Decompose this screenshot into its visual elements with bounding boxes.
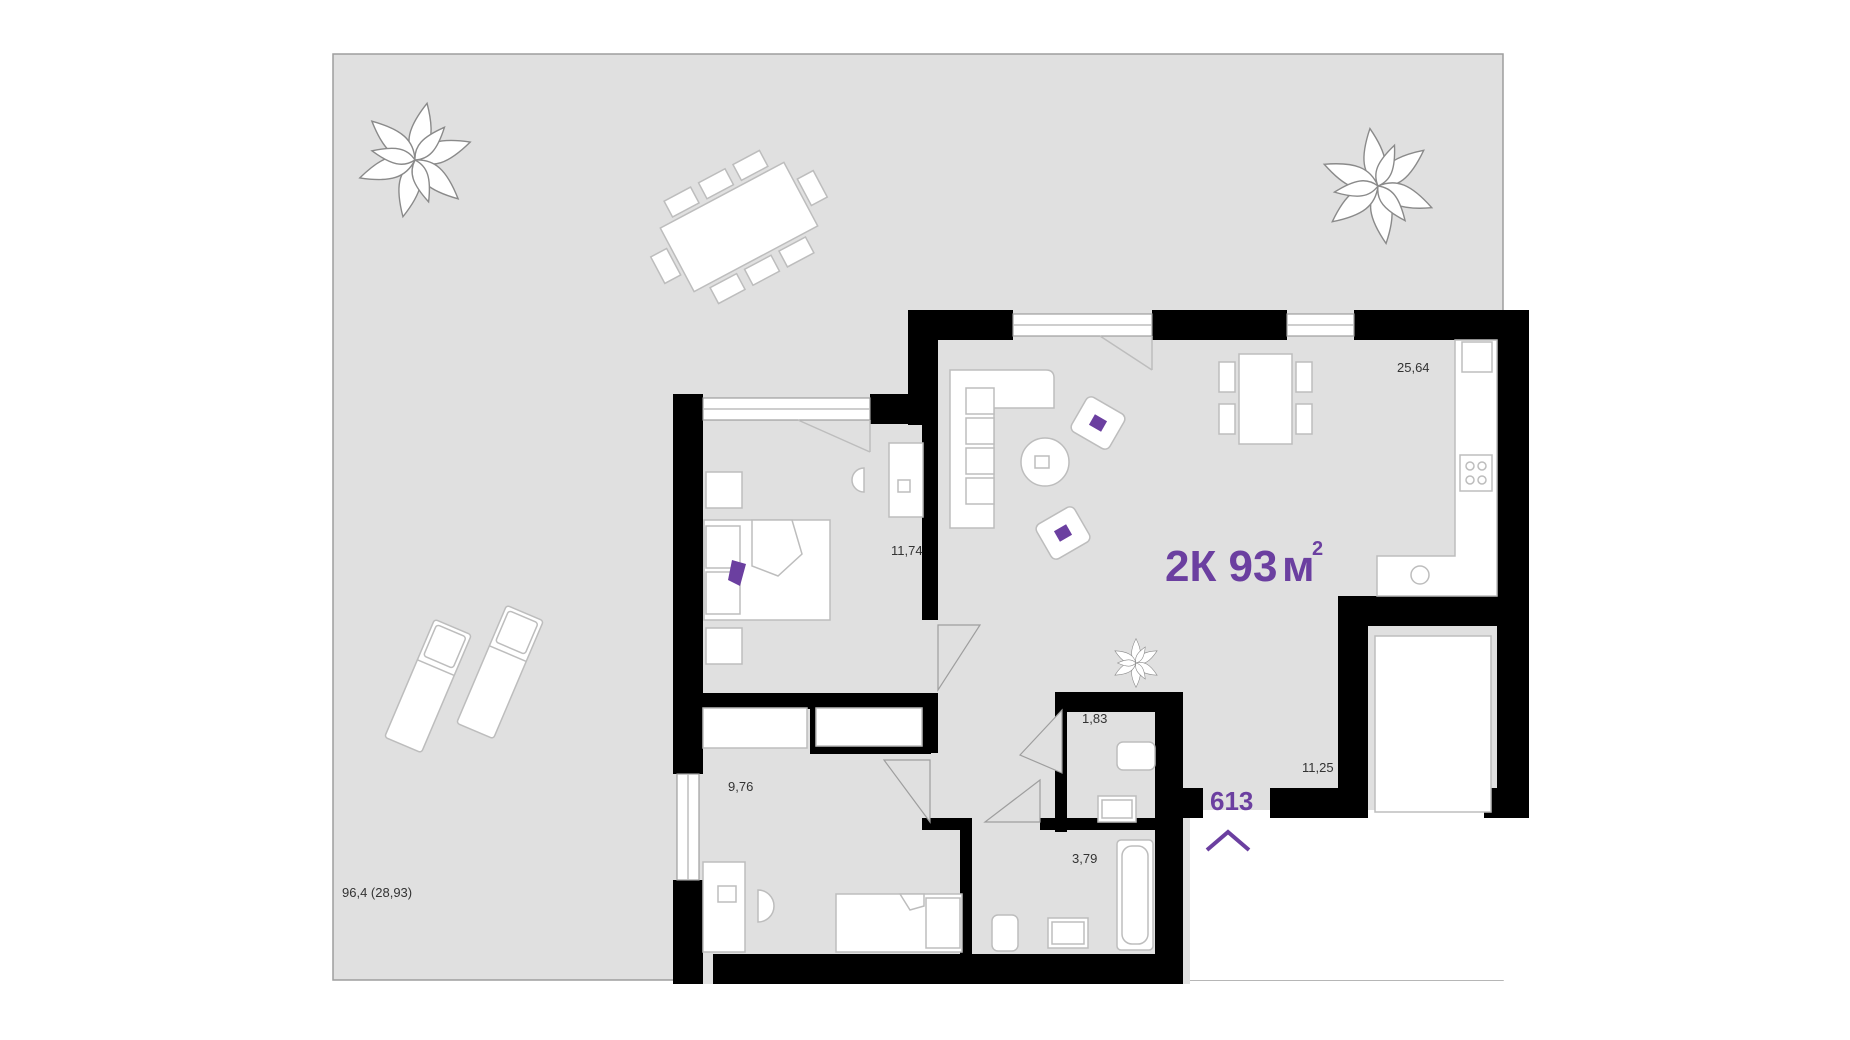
area-label-bedroom-1: 11,74 bbox=[891, 543, 923, 558]
dining-table bbox=[1218, 353, 1313, 445]
bathroom-fixtures bbox=[991, 839, 1154, 952]
nightstand bbox=[705, 471, 743, 509]
desk bbox=[702, 861, 775, 953]
hall-closet bbox=[1374, 635, 1492, 813]
sun-lounger bbox=[456, 605, 544, 739]
coffee-table bbox=[1020, 437, 1070, 487]
sun-lounger bbox=[384, 619, 472, 753]
area-label-bathroom: 3,79 bbox=[1072, 851, 1097, 866]
nightstand bbox=[705, 627, 743, 665]
wardrobe bbox=[702, 707, 808, 749]
windows bbox=[676, 313, 1355, 881]
area-label-hallway: 11,25 bbox=[1302, 760, 1334, 775]
entrance-arrow-icon bbox=[1205, 829, 1251, 852]
plan-title-text: 2К 93 bbox=[1165, 542, 1278, 591]
interior-doors bbox=[882, 624, 1063, 824]
area-label-terrace: 96,4 (28,93) bbox=[342, 885, 412, 900]
bed-single bbox=[835, 893, 963, 953]
wc-fixtures bbox=[1097, 741, 1156, 823]
plan-title: 2К 93 м 2 bbox=[1165, 538, 1323, 591]
entrance-marker: 613 bbox=[1205, 786, 1253, 852]
bed-double bbox=[703, 519, 831, 621]
area-label-living-kitchen: 25,64 bbox=[1397, 360, 1430, 375]
walls bbox=[673, 310, 1529, 984]
plan-title-unit-power: 2 bbox=[1312, 538, 1323, 560]
armchair bbox=[1070, 396, 1126, 450]
apartment-number: 613 bbox=[1210, 786, 1253, 816]
armchair bbox=[1035, 506, 1091, 560]
wardrobe bbox=[815, 707, 923, 747]
sofa bbox=[949, 369, 1055, 529]
kitchen-counter bbox=[1376, 339, 1498, 597]
area-label-bedroom-2: 9,76 bbox=[728, 779, 753, 794]
plan-title-unit: м bbox=[1282, 542, 1315, 591]
desk bbox=[851, 442, 924, 518]
area-label-wc: 1,83 bbox=[1082, 711, 1107, 726]
terrace-dining-set bbox=[649, 149, 829, 305]
